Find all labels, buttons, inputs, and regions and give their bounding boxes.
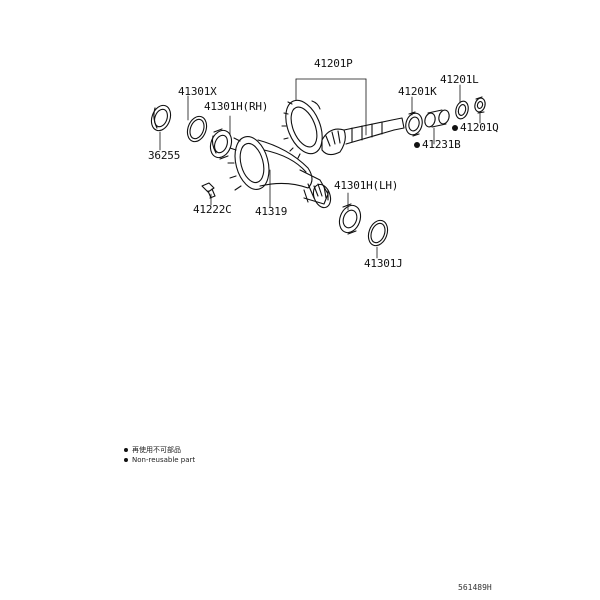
bearing-41201L <box>455 100 469 120</box>
non-reusable-marker-41231B <box>414 142 420 148</box>
legend-bullet-icon <box>124 458 128 462</box>
non-reusable-marker-41201Q <box>452 125 458 131</box>
shim-41301J <box>367 219 389 247</box>
label-41201Q: 41201Q <box>460 121 499 134</box>
label-41231B: 41231B <box>422 138 461 151</box>
legend-non-reusable-en: Non-reusable part <box>124 456 195 465</box>
legend-bullet-icon <box>124 448 128 452</box>
label-41301J: 41301J <box>364 257 403 270</box>
label-41319: 41319 <box>255 205 288 218</box>
bearing-41301H-LH <box>338 203 362 235</box>
legend-text-en: Non-reusable part <box>132 456 196 464</box>
label-41222C: 41222C <box>193 203 232 216</box>
label-41201P: 41201P <box>314 57 353 70</box>
leader-lines <box>159 78 481 259</box>
bearing-41301H-RH <box>209 128 233 160</box>
drive-pinion-41201P <box>321 117 405 156</box>
shim-41301X <box>186 115 208 143</box>
label-41201K: 41201K <box>398 85 437 98</box>
spacer-41231B <box>424 109 450 128</box>
legend-non-reusable-jp: 再使用不可部品 <box>124 446 181 455</box>
label-41301H-LH: 41301H(LH) <box>334 179 399 192</box>
label-41201L: 41201L <box>440 73 479 86</box>
bearing-41201K <box>405 111 423 137</box>
label-41301H-RH: 41301H(RH) <box>204 100 269 113</box>
nut-41201Q <box>474 96 486 114</box>
ring-gear-41201P <box>281 99 323 159</box>
figure-code: 561489H <box>458 583 492 592</box>
oil-seal-36255 <box>150 104 172 132</box>
label-36255: 36255 <box>148 149 181 162</box>
label-41301X: 41301X <box>178 85 217 98</box>
differential-case-41319 <box>227 136 332 209</box>
bolt-41222C <box>201 182 216 199</box>
legend-text-jp: 再使用不可部品 <box>132 446 181 454</box>
